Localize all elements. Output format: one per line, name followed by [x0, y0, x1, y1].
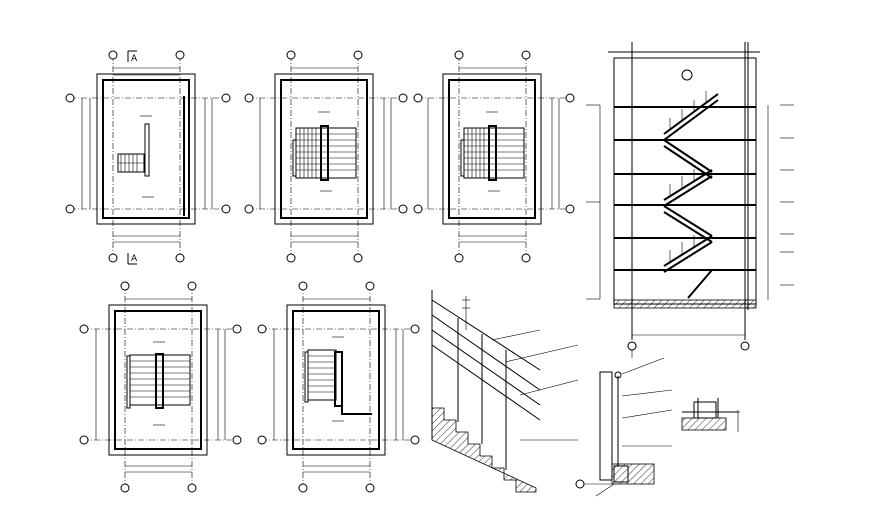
grid-bubble: [108, 50, 118, 60]
plan-typical-floor-1: [244, 50, 408, 263]
fixing-detail: [681, 398, 740, 432]
plan-top-floor: [257, 281, 420, 493]
plan-typical-floor-3: [79, 281, 242, 493]
grid-bubble: [221, 93, 231, 103]
stair-section-elevation: [586, 42, 794, 351]
grid-bubble: [221, 204, 231, 214]
baluster-detail: [575, 341, 673, 497]
grid-bubble: [65, 204, 75, 214]
grid-bubble: [108, 253, 118, 263]
section-mark-label: A: [131, 54, 138, 64]
section-mark-top: A: [127, 50, 138, 64]
section-mark-label: A: [131, 254, 138, 264]
plan-typical-floor-2: [413, 50, 575, 263]
railing-detail: [431, 290, 579, 493]
grid-bubble: [175, 253, 185, 263]
section-mark-bottom: A: [127, 253, 138, 265]
grid-bubble: [175, 50, 185, 60]
grid-bubble: [65, 93, 75, 103]
plan-ground-floor: [65, 50, 231, 263]
